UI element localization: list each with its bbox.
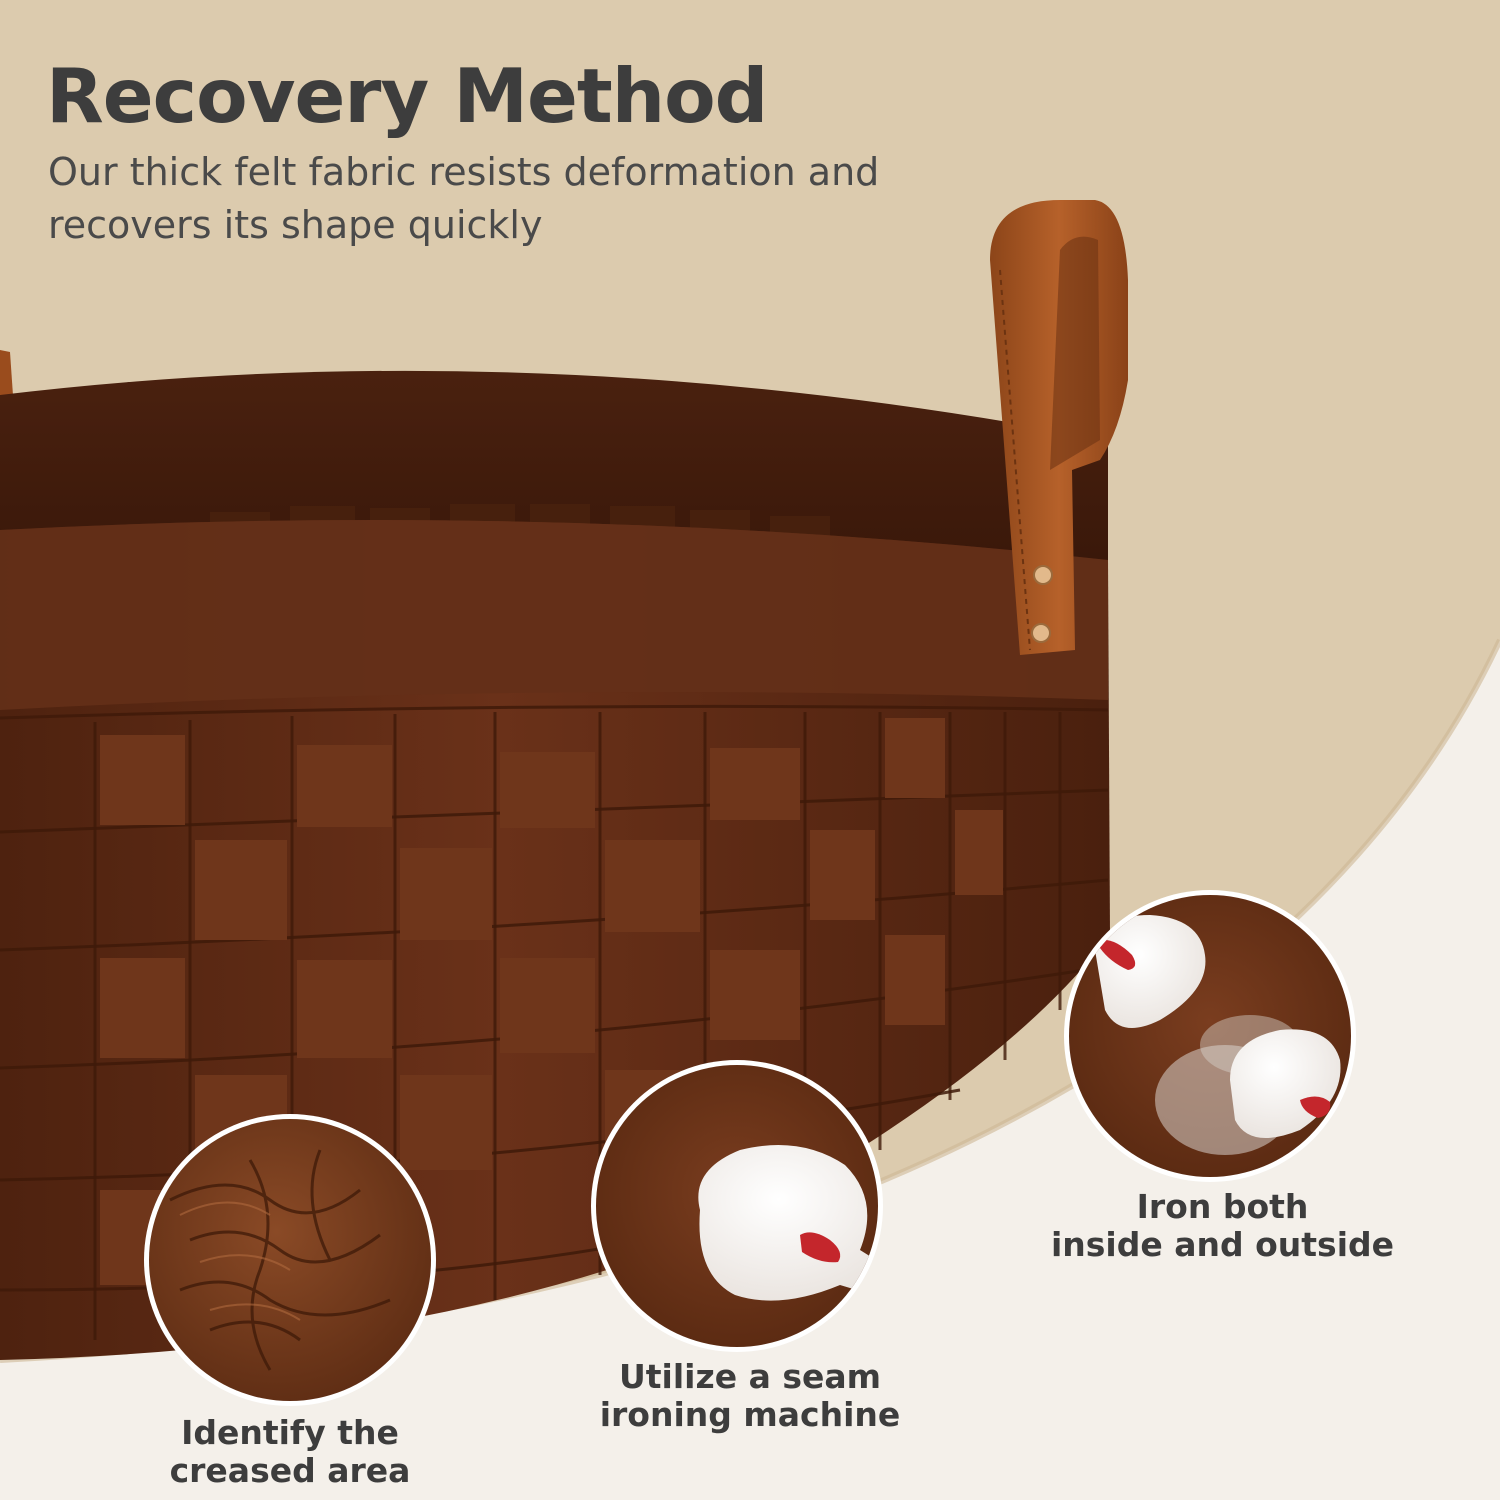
step-caption-line: ironing machine: [599, 1395, 901, 1434]
step-caption-identify: Identify the creased area: [110, 1414, 470, 1490]
subtitle-line-1: Our thick felt fabric resists deformatio…: [48, 150, 880, 194]
step-caption-line: creased area: [169, 1451, 411, 1490]
step-image-seam-iron: [591, 1060, 883, 1352]
step-image-creased-felt: [144, 1114, 436, 1406]
step-caption-line: Iron both: [1136, 1187, 1309, 1226]
step-caption-seam-iron: Utilize a seam ironing machine: [560, 1358, 940, 1434]
step-image-steam-iron: [1064, 890, 1356, 1182]
step-caption-line: inside and outside: [1050, 1225, 1395, 1264]
step-caption-iron-both: Iron both inside and outside: [1020, 1188, 1425, 1264]
step-caption-line: Identify the: [181, 1413, 399, 1452]
page-title: Recovery Method: [46, 52, 768, 140]
step-caption-line: Utilize a seam: [618, 1357, 882, 1396]
page-subtitle: Our thick felt fabric resists deformatio…: [48, 146, 928, 252]
subtitle-line-2: recovers its shape quickly: [48, 203, 543, 247]
